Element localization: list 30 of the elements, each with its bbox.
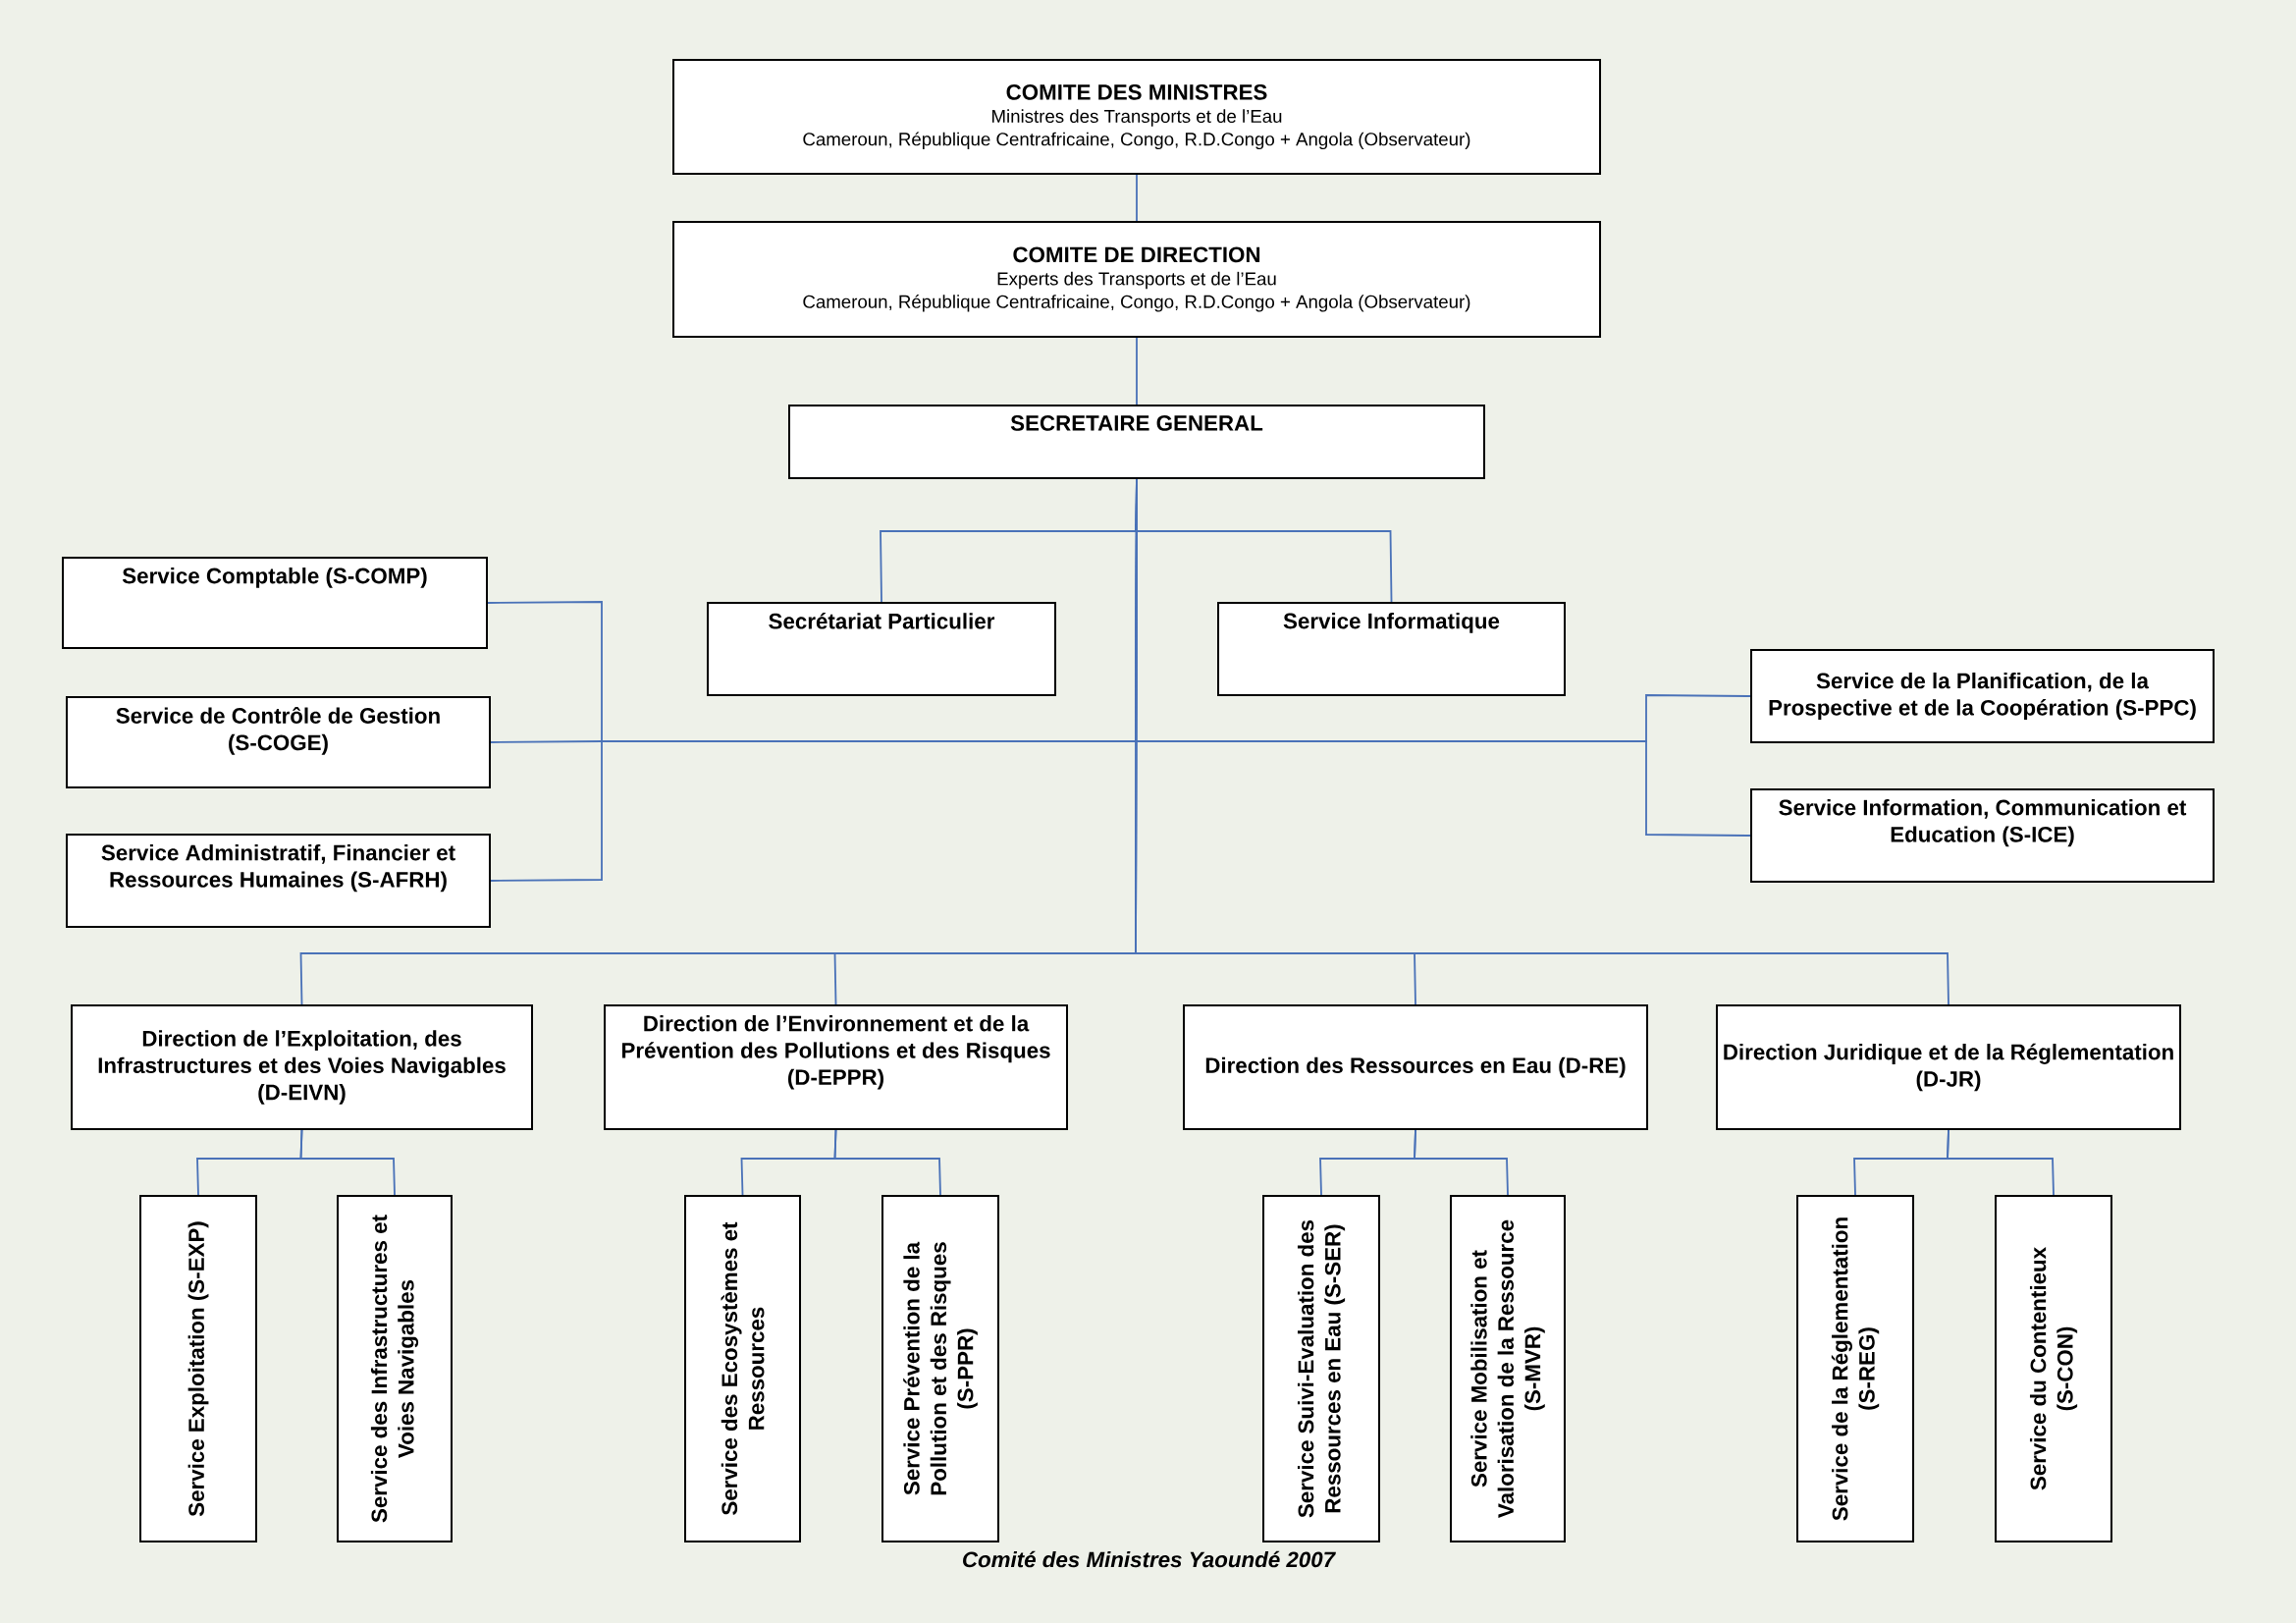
org-box: Service Information, Communication et Education (S-ICE) (1750, 788, 2215, 883)
org-box: Service de Contrôle de Gestion (S-COGE) (66, 696, 491, 788)
org-box: Service de la Planification, de la Prospective et de la Coopération (S-PPC) (1750, 649, 2215, 743)
org-box: Service Mobilisation et Valorisation de la Ressource (S-MVR) (1450, 1195, 1566, 1542)
connector-line (833, 1129, 941, 1196)
connector-line (299, 1129, 396, 1196)
org-box: COMITE DE DIRECTION Experts des Transports et de l’Eau Cameroun, République Centrafricaine, Congo, R.D.Congo + Angola (Observateur) (672, 221, 1601, 338)
connector-line (1135, 478, 1949, 1005)
org-box: COMITE DES MINISTRES Ministres des Transports et de l’Eau Cameroun, République Centrafricaine, Congo, R.D.Congo + Angola (Observateur) (672, 59, 1601, 175)
org-box: Service de la Réglementation (S-REG) (1796, 1195, 1914, 1542)
org-box: Service Suivi-Evaluation des Ressources en Eau (S-SER) (1262, 1195, 1380, 1542)
org-box: Direction de l’Environnement et de la Prévention des Pollutions et des Risques (D-EPPR) (604, 1004, 1068, 1130)
connector-line (1414, 1129, 1509, 1196)
org-box: Service Informatique (1217, 602, 1566, 696)
connector-line (1136, 337, 1138, 406)
org-box: Service Administratif, Financier et Ressources Humaines (S-AFRH) (66, 834, 491, 928)
org-box: Direction des Ressources en Eau (D-RE) (1183, 1004, 1648, 1130)
org-box: Service Prévention de la Pollution et des Risques (S-PPR) (881, 1195, 999, 1542)
org-box: SECRETAIRE GENERAL (788, 405, 1485, 479)
connector-line (1947, 1129, 2055, 1196)
caption: Comité des Ministres Yaoundé 2007 (963, 1550, 1336, 1568)
org-box: Secrétariat Particulier (707, 602, 1056, 696)
org-box: Service Comptable (S-COMP) (62, 557, 488, 649)
org-box: Direction Juridique et de la Réglementation (D-JR) (1716, 1004, 2181, 1130)
org-box: Direction de l’Exploitation, des Infrastructures et des Voies Navigables (D-EIVN) (71, 1004, 533, 1130)
org-box: Service du Contentieux (S-CON) (1995, 1195, 2112, 1542)
org-box: Service des Infrastructures et Voies Navigables (337, 1195, 453, 1542)
org-box: Service des Ecosystèmes et Ressources (684, 1195, 801, 1542)
connector-line (1136, 174, 1138, 222)
org-box: Service Exploitation (S-EXP) (139, 1195, 257, 1542)
